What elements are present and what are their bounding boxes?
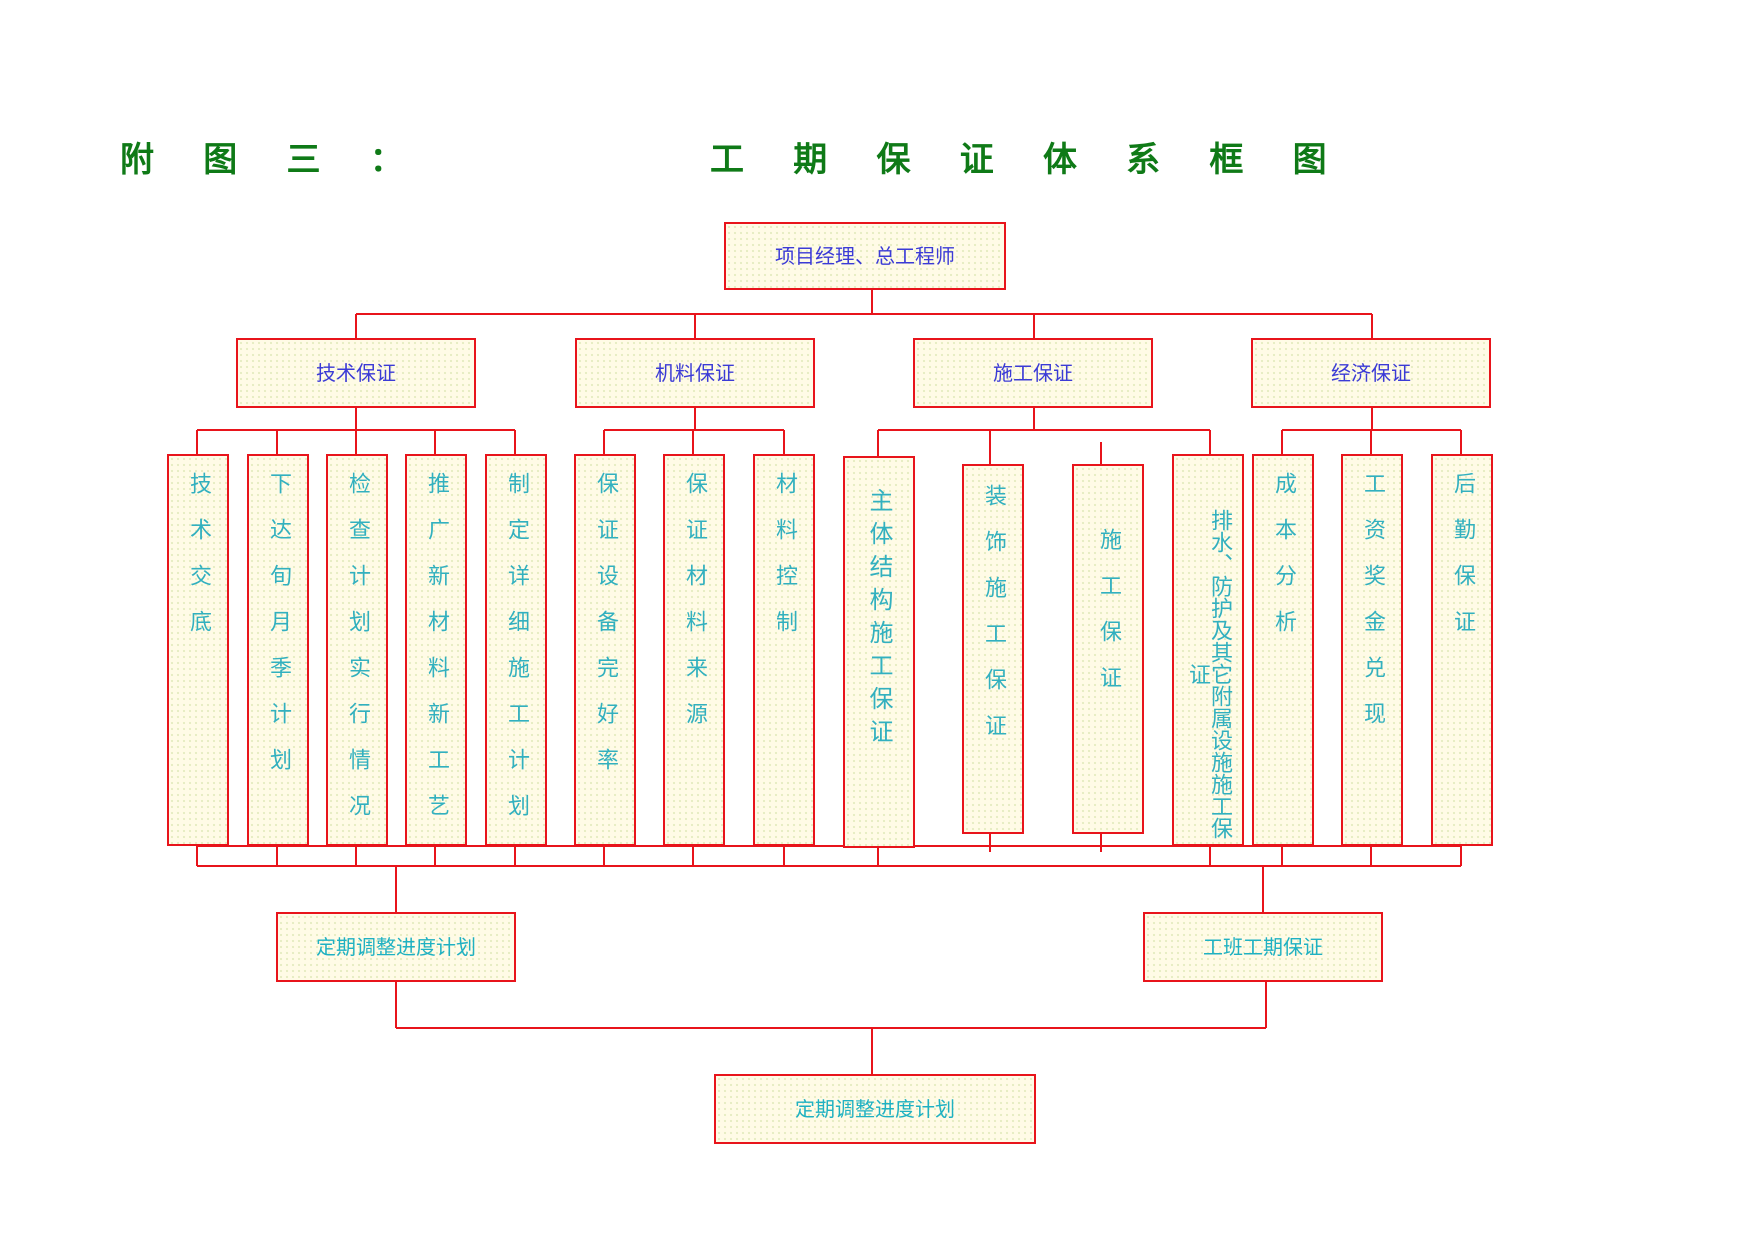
root-node: 项目经理、总工程师 — [724, 222, 1006, 290]
leaf-tech-3-text: 检查计划实行情况 — [345, 472, 370, 840]
node-construction-guarantee: 施工保证 — [913, 338, 1153, 408]
leaf-material-1: 保证设备完好率 — [574, 454, 636, 846]
leaf-construction-1-text: 主体结构施工保证 — [865, 488, 893, 752]
leaf-economic-1-text: 成本分析 — [1271, 472, 1296, 656]
figure-title: 工 期 保 证 体 系 框 图 — [710, 140, 1346, 180]
node-periodic-adjust-final: 定期调整进度计划 — [714, 1074, 1036, 1144]
leaf-tech-5-text: 制定详细施工计划 — [504, 472, 529, 840]
leaf-economic-2-text: 工资奖金兑现 — [1360, 472, 1385, 748]
leaf-tech-1: 技术交底 — [167, 454, 229, 846]
leaf-tech-2-text: 下达旬月季计划 — [266, 472, 291, 794]
node-material-guarantee: 机料保证 — [575, 338, 815, 408]
node-economic-guarantee: 经济保证 — [1251, 338, 1491, 408]
leaf-material-3: 材料控制 — [753, 454, 815, 846]
leaf-construction-3: 施工保证 — [1072, 464, 1144, 834]
node-periodic-adjust-left: 定期调整进度计划 — [276, 912, 516, 982]
leaf-construction-2: 装饰施工保证 — [962, 464, 1024, 834]
leaf-economic-1: 成本分析 — [1252, 454, 1314, 846]
figure-label: 附 图 三 ： — [120, 140, 423, 180]
leaf-economic-3: 后勤保证 — [1431, 454, 1493, 846]
leaf-construction-1: 主体结构施工保证 — [843, 456, 915, 848]
leaf-economic-2: 工资奖金兑现 — [1341, 454, 1403, 846]
leaf-construction-3-text: 施工保证 — [1096, 528, 1121, 712]
leaf-material-2: 保证材料来源 — [663, 454, 725, 846]
leaf-tech-4: 推广新材料新工艺 — [405, 454, 467, 846]
leaf-tech-3: 检查计划实行情况 — [326, 454, 388, 846]
leaf-tech-4-text: 推广新材料新工艺 — [424, 472, 449, 840]
leaf-material-3-text: 材料控制 — [772, 472, 797, 656]
leaf-construction-4: 排水、防护及其它附属设施施工保证 — [1172, 454, 1244, 846]
leaf-tech-1-text: 技术交底 — [186, 472, 211, 656]
leaf-material-1-text: 保证设备完好率 — [593, 472, 618, 794]
node-tech-guarantee: 技术保证 — [236, 338, 476, 408]
leaf-construction-2-text: 装饰施工保证 — [981, 484, 1006, 760]
node-crew-schedule-guarantee: 工班工期保证 — [1143, 912, 1383, 982]
leaf-tech-5: 制定详细施工计划 — [485, 454, 547, 846]
leaf-tech-2: 下达旬月季计划 — [247, 454, 309, 846]
leaf-construction-4-text: 排水、防护及其它附属设施施工保证 — [1185, 509, 1232, 839]
leaf-material-2-text: 保证材料来源 — [682, 472, 707, 748]
leaf-economic-3-text: 后勤保证 — [1450, 472, 1475, 656]
